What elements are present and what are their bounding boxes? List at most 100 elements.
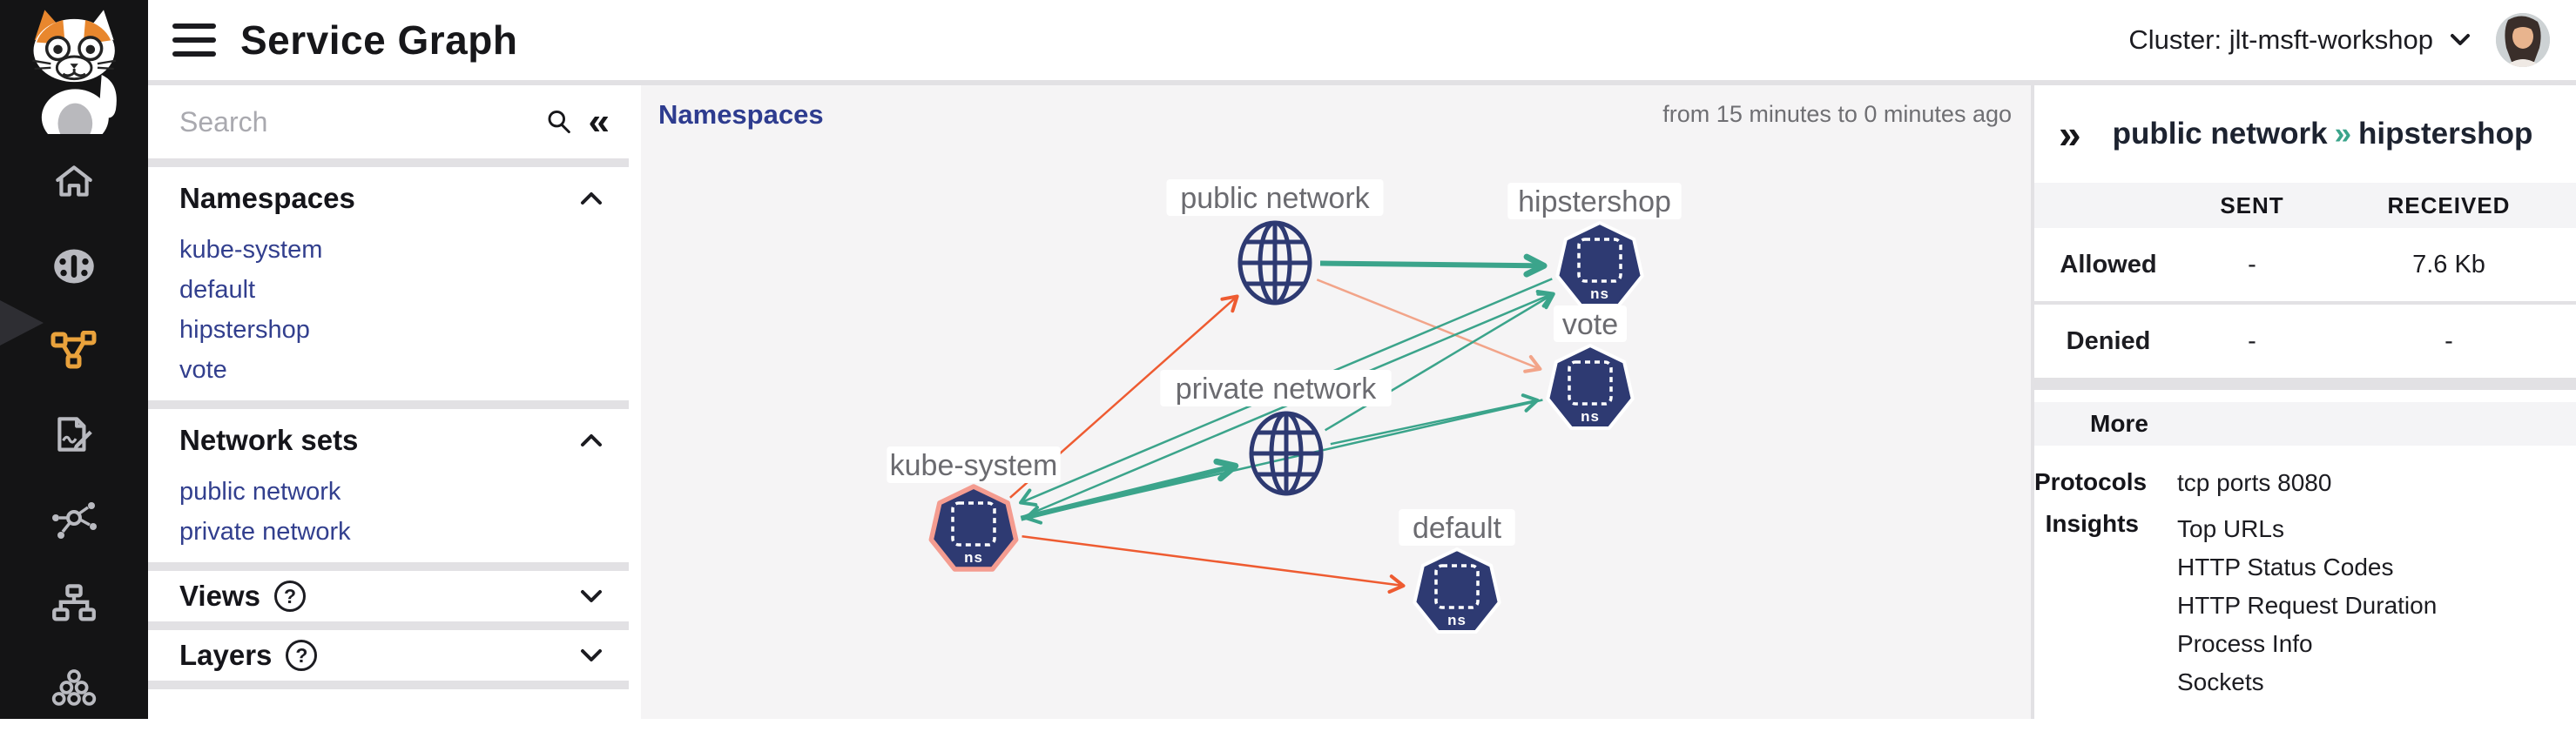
section-layers: Layers ?: [148, 630, 629, 681]
insights-label: Insights: [2045, 510, 2139, 537]
node-label-bg: [1166, 179, 1384, 216]
node-label-hipstershop[interactable]: hipstershop: [1518, 185, 1671, 218]
page-title: Service Graph: [240, 17, 518, 63]
service-graph-canvas[interactable]: ns ns ns ns public network hipstershop vote pri…: [641, 85, 2031, 719]
edge-private-network-to-hipstershop[interactable]: [1325, 292, 1555, 432]
sidebar-item-private-network[interactable]: private network: [179, 517, 351, 546]
node-hipstershop[interactable]: ns: [1555, 221, 1644, 307]
sidebar-item-hierarchy[interactable]: [0, 561, 148, 646]
more-section-header: More: [2034, 402, 2576, 446]
hierarchy-icon: [52, 583, 96, 621]
chevron-down-icon[interactable]: [577, 646, 606, 665]
breadcrumb: public network » hipstershop: [2113, 117, 2533, 151]
section-title: Views: [179, 580, 260, 612]
breadcrumb-target[interactable]: hipstershop: [2358, 117, 2533, 151]
search-input[interactable]: [179, 105, 545, 138]
node-private-network[interactable]: [1249, 411, 1324, 496]
protocols-field: Protocols tcp ports 8080: [2034, 468, 2576, 498]
insights-field: Insights Top URLs HTTP Status Codes HTTP…: [2034, 510, 2576, 701]
allowed-received-value: 7.6 Kb: [2412, 250, 2485, 279]
user-avatar[interactable]: [2496, 13, 2550, 67]
sidebar-item-service-graph[interactable]: [0, 308, 148, 393]
sidebar-item-vote[interactable]: vote: [179, 355, 227, 384]
edge-private-network-to-vote[interactable]: [1330, 393, 1540, 446]
breadcrumb-source[interactable]: public network: [2112, 117, 2328, 151]
cluster-icon: [51, 668, 97, 706]
help-icon[interactable]: ?: [286, 640, 318, 671]
table-row-allowed: Allowed - 7.6 Kb: [2034, 228, 2576, 301]
section-views-header[interactable]: Views ?: [148, 571, 629, 621]
sidebar-item-network[interactable]: [0, 477, 148, 561]
node-label-bg: [1399, 509, 1515, 546]
denied-received-value: -: [2445, 326, 2453, 355]
protocols-label: Protocols: [2034, 468, 2148, 495]
section-layers-header[interactable]: Layers ?: [148, 630, 629, 681]
edge-public-network-to-vote[interactable]: [1316, 279, 1542, 373]
active-nav-notch: [0, 300, 44, 346]
sidebar-item-cluster[interactable]: [0, 646, 148, 730]
sidebar-item-dashboard[interactable]: [0, 224, 148, 308]
sidebar-item-kube-system[interactable]: kube-system: [179, 235, 323, 264]
svg-text:ns: ns: [1447, 612, 1467, 628]
sidebar-item-hipstershop[interactable]: hipstershop: [179, 315, 310, 344]
allowed-sent-value: -: [2248, 250, 2256, 279]
policies-icon: [57, 416, 92, 452]
edge-public-network-to-hipstershop[interactable]: [1319, 253, 1548, 278]
more-title: More: [2090, 410, 2148, 437]
chevron-up-icon[interactable]: [577, 189, 606, 208]
svg-text:ns: ns: [1590, 285, 1609, 302]
home-icon: [56, 164, 92, 197]
edge-kube-system-to-private-network[interactable]: [1020, 458, 1239, 521]
collapse-panel-icon[interactable]: «: [588, 100, 610, 143]
service-graph[interactable]: ns ns ns ns public network hipstershop vote pri…: [641, 85, 2031, 719]
sidebar-item-home[interactable]: [0, 139, 148, 224]
node-label-vote[interactable]: vote: [1562, 308, 1618, 341]
svg-text:ns: ns: [1581, 408, 1600, 425]
traffic-table-header: SENT RECEIVED: [2034, 183, 2576, 228]
calico-cat-logo: [12, 3, 134, 146]
node-label-public-network[interactable]: public network: [1180, 182, 1370, 215]
node-label-bg: [1507, 183, 1682, 219]
insight-item: Top URLs: [2177, 515, 2284, 542]
row-label: Allowed: [2060, 250, 2157, 279]
row-label: Denied: [2066, 326, 2151, 355]
node-public-network[interactable]: [1237, 220, 1312, 305]
node-default[interactable]: ns: [1413, 547, 1501, 634]
sidebar-item-default[interactable]: default: [179, 275, 256, 304]
network-icon: [52, 501, 97, 539]
protocols-value: tcp ports 8080: [2177, 469, 2332, 496]
node-label-default[interactable]: default: [1413, 512, 1502, 545]
insight-item: Process Info: [2177, 630, 2313, 657]
node-label-bg: [887, 446, 1061, 483]
sidebar-item-policies[interactable]: [0, 393, 148, 477]
node-label-kube-system[interactable]: kube-system: [890, 449, 1058, 482]
section-network-sets-header[interactable]: Network sets: [148, 409, 629, 472]
help-icon[interactable]: ?: [273, 581, 306, 612]
node-label-bg: [1160, 370, 1392, 406]
section-namespaces-header[interactable]: Namespaces: [148, 167, 629, 230]
search-icon[interactable]: [545, 105, 573, 138]
node-kube-system[interactable]: ns: [928, 484, 1019, 572]
denied-sent-value: -: [2248, 326, 2256, 355]
time-range-label: from 15 minutes to 0 minutes ago: [1662, 101, 2012, 127]
sidebar-item-public-network[interactable]: public network: [179, 477, 341, 506]
collapse-details-icon[interactable]: »: [2059, 111, 2081, 157]
node-vote[interactable]: ns: [1546, 344, 1635, 430]
app-sidebar: [0, 0, 148, 719]
canvas-view-label: Namespaces: [658, 99, 824, 130]
hamburger-menu-icon[interactable]: [172, 23, 216, 57]
node-label-private-network[interactable]: private network: [1176, 372, 1378, 406]
dashboard-icon: [54, 249, 94, 283]
table-row-denied: Denied - -: [2034, 305, 2576, 378]
cluster-selector[interactable]: Cluster: jlt-msft-workshop: [2128, 24, 2473, 56]
graph-filter-panel: « Namespaces kube-system default hipster…: [148, 85, 641, 745]
edge-kube-system-to-default[interactable]: [1022, 534, 1406, 594]
chevron-down-icon: [2451, 34, 2470, 45]
column-sent: SENT: [2220, 191, 2284, 218]
section-namespaces: Namespaces kube-system default hipstersh…: [148, 167, 629, 400]
breadcrumb-separator-icon: »: [2334, 117, 2352, 151]
section-title: Network sets: [179, 424, 359, 456]
chevron-down-icon[interactable]: [577, 587, 606, 606]
cluster-selector-label: Cluster: jlt-msft-workshop: [2128, 24, 2433, 55]
chevron-up-icon[interactable]: [577, 431, 606, 450]
